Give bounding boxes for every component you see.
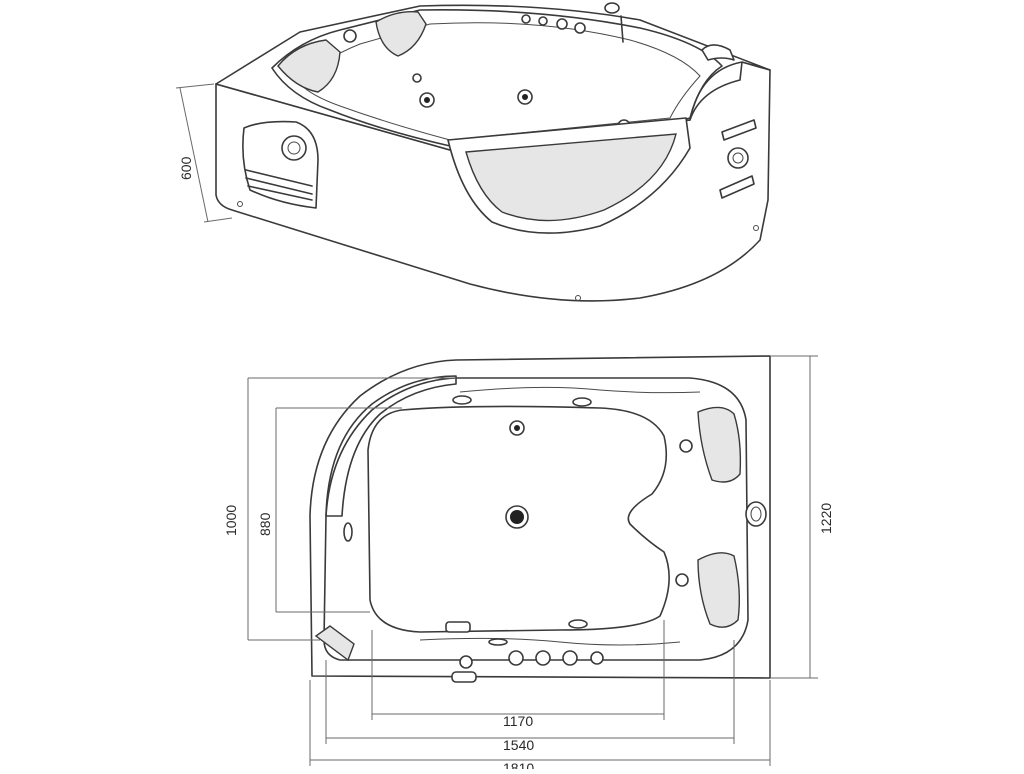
dim-600-tick-bottom: [203, 217, 233, 223]
plan-jet-rim-1: [452, 395, 472, 405]
plan-jet-rim-2: [572, 397, 592, 407]
headrest-left: [277, 39, 341, 93]
tub-basin-outline: [271, 9, 723, 147]
tub-basin-inner: [299, 22, 701, 141]
dim-600-label: 600: [178, 156, 194, 180]
plan-jet-bottom-2: [568, 619, 588, 629]
left-panel-light-inner: [287, 141, 301, 155]
foot-3: [753, 225, 759, 231]
left-panel-light-icon: [281, 135, 307, 161]
plan-shower-holder-icon: [459, 655, 473, 669]
knob-3-icon: [556, 18, 568, 30]
grab-handle-icon: [701, 44, 735, 61]
pillow-valve-icon: [343, 29, 357, 43]
right-panel-light-inner: [732, 152, 744, 164]
shower-head-icon: [604, 2, 620, 14]
dim-600-tick-top: [175, 83, 215, 89]
left-panel-line-1: [245, 169, 313, 187]
plan-shower-base: [451, 671, 477, 683]
dim-1220-label: 1220: [818, 503, 834, 534]
plan-headrest-top: [697, 406, 742, 483]
right-panel-light-icon: [727, 147, 749, 169]
left-panel-recess: [242, 120, 319, 209]
right-panel-slot-2: [719, 175, 755, 199]
jet-1-center: [424, 97, 430, 103]
perspective-view: 600: [175, 2, 771, 302]
left-panel-line-2: [245, 177, 313, 195]
foot-2: [575, 295, 581, 301]
right-panel-slot-1: [721, 119, 757, 141]
jet-2-center: [522, 94, 528, 100]
dim-880-label: 880: [257, 512, 273, 536]
left-panel-line-3: [247, 185, 313, 201]
dim-1540-label: 1540: [503, 737, 534, 753]
plan-knob-3-icon: [562, 650, 578, 666]
plan-grab-handle-inner: [750, 506, 762, 522]
plan-grab-handle-icon: [745, 501, 767, 527]
knob-2-icon: [538, 16, 548, 26]
drain-center: [510, 510, 524, 524]
plan-jet-bottom-1: [488, 638, 508, 646]
headrest-right: [375, 11, 427, 57]
plan-headrest-bottom: [697, 552, 741, 628]
plan-knob-2-icon: [535, 650, 551, 666]
plan-headrest-jet-2: [675, 573, 689, 587]
dim-600-line: [179, 87, 209, 223]
plan-overflow: [445, 621, 471, 633]
dim-1000-label: 1000: [223, 505, 239, 536]
knob-1-icon: [521, 14, 531, 24]
foot-1: [237, 201, 243, 207]
plan-view: 1000 880 1220 1170 1540 1810: [223, 355, 834, 774]
knob-4-icon: [574, 22, 586, 34]
plan-jet-left: [343, 522, 353, 542]
front-window-glass: [465, 133, 677, 222]
dim-1810-label: 1810: [503, 760, 534, 769]
jet-3-icon: [412, 73, 422, 83]
plan-handle-bottom-left: [314, 625, 355, 662]
plan-rim-wave-top: [459, 386, 701, 394]
plan-rim-wave-bottom: [419, 637, 681, 646]
shower-pipe: [620, 15, 624, 43]
plan-jet-top-center: [514, 425, 520, 431]
dim-1170-label: 1170: [503, 713, 533, 729]
plan-rim-inner: [323, 377, 749, 661]
plan-knob-1-icon: [508, 650, 524, 666]
plan-curved-panel: [325, 375, 457, 517]
plan-headrest-jet-1: [679, 439, 693, 453]
plan-knob-4-icon: [590, 651, 604, 665]
